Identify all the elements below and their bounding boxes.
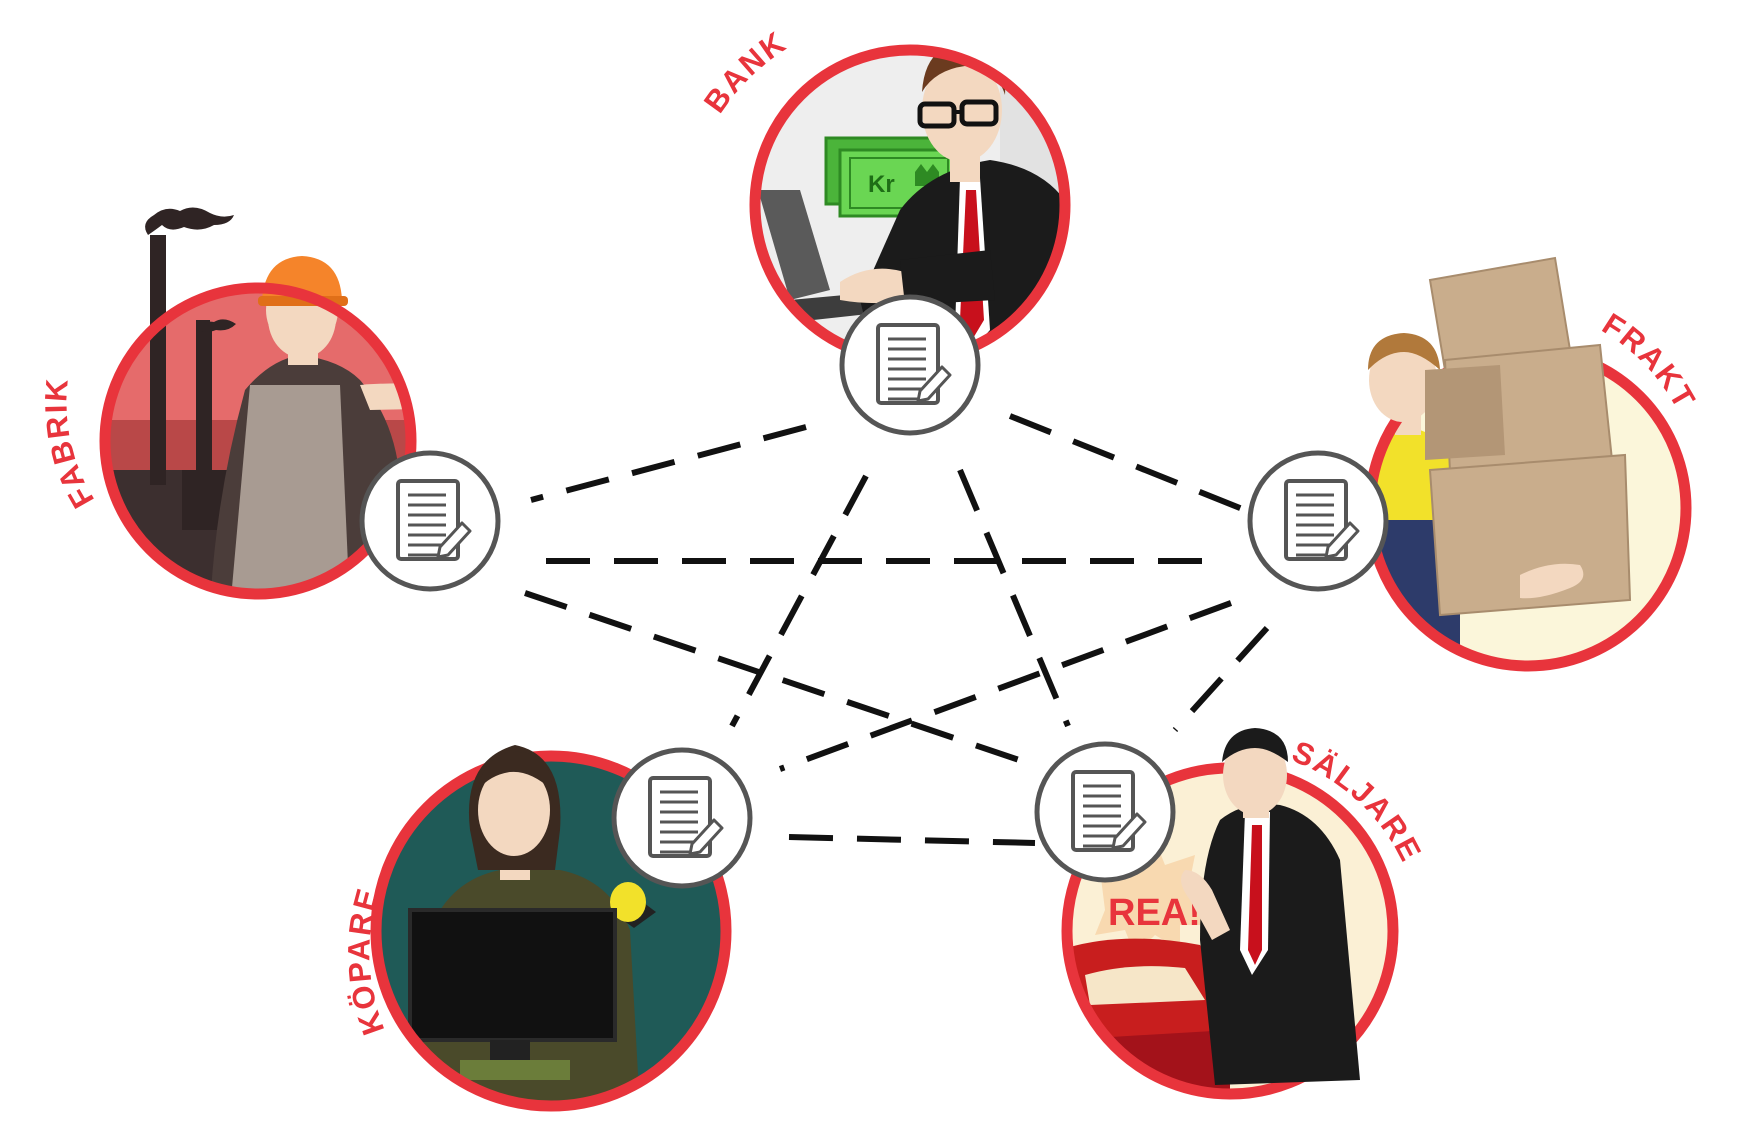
connection-freight-seller <box>1172 625 1270 733</box>
document-with-pen-icon <box>648 776 724 858</box>
factory-ring <box>99 282 417 600</box>
sale-sign-text: REA! <box>1108 892 1201 934</box>
computer-monitor-icon <box>408 908 617 1080</box>
document-badge-buyer <box>611 747 753 889</box>
document-with-pen-icon <box>1071 770 1147 852</box>
factory-label-text: FABRIK <box>38 376 99 514</box>
document-with-pen-icon <box>876 323 952 405</box>
document-badge-factory <box>359 450 501 592</box>
seller-person <box>1181 728 1360 1085</box>
document-badges <box>359 294 1389 889</box>
factory-label: FABRIK <box>38 376 101 514</box>
document-with-pen-icon <box>396 479 472 561</box>
connection-bank-factory <box>530 424 807 503</box>
freight-worker-head <box>1368 333 1440 422</box>
smokestack-icon <box>145 207 236 485</box>
freight-hand <box>1520 563 1584 599</box>
document-badge-bank <box>839 294 981 436</box>
connection-factory-seller <box>524 590 1029 766</box>
connection-lines <box>524 413 1270 846</box>
connection-bank-seller <box>957 468 1071 728</box>
bank-label: BANK <box>697 24 793 119</box>
node-buyer: KÖPARE <box>341 745 732 1112</box>
banknote-stack-icon: Kr <box>824 136 960 218</box>
buyer-head <box>468 745 561 870</box>
banknote-text: Kr <box>868 171 895 198</box>
document-badge-freight <box>1247 450 1389 592</box>
desk-lamp-icon <box>610 882 646 922</box>
node-freight: FRAKT <box>1364 256 1701 672</box>
connection-freight-buyer <box>778 600 1233 772</box>
buyer-ring <box>370 750 732 1112</box>
cardboard-boxes-icon <box>1425 256 1632 617</box>
document-with-pen-icon <box>1284 479 1360 561</box>
document-badge-seller <box>1034 741 1176 883</box>
connection-bank-freight <box>1008 413 1247 513</box>
connection-bank-buyer <box>729 474 869 728</box>
bank-label-text: BANK <box>697 24 791 119</box>
connection-buyer-seller <box>788 834 1036 846</box>
